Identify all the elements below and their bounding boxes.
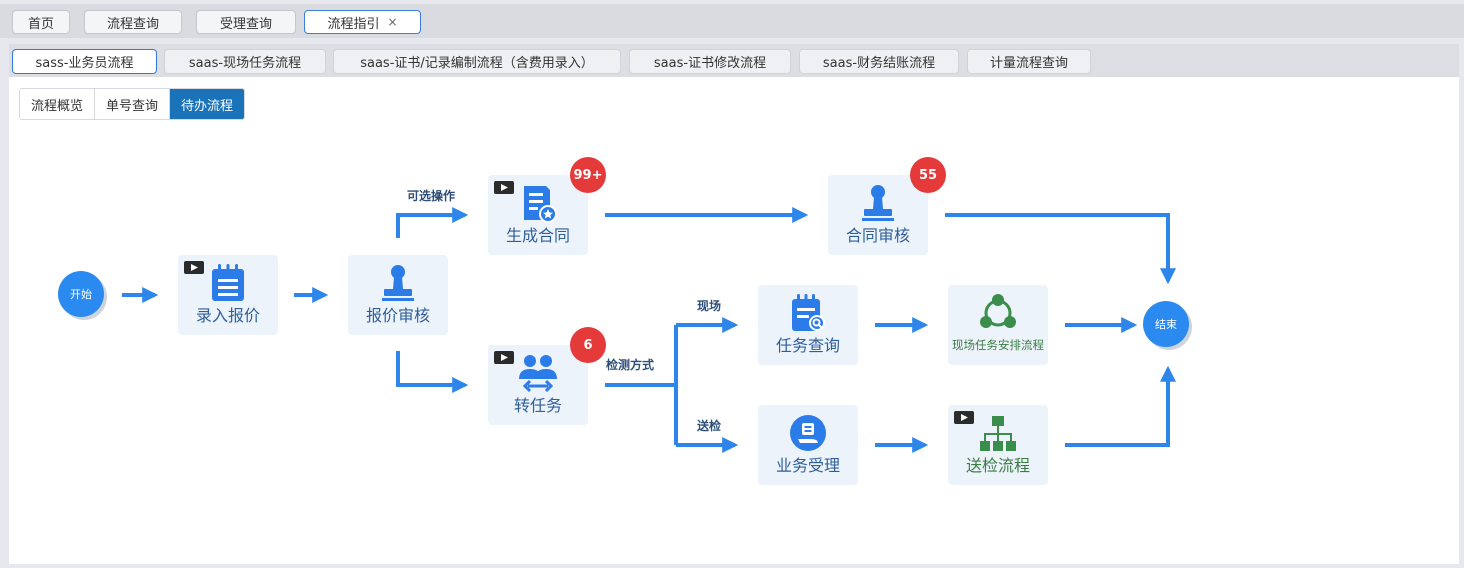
node-generate-contract[interactable]: 生成合同 [488,175,588,255]
tab-process-query[interactable]: 流程查询 [84,10,182,34]
video-icon [494,351,514,364]
node-label: 录入报价 [195,306,260,325]
node-label: 现场任务安排流程 [952,338,1044,352]
node-quote-entry[interactable]: 录入报价 [178,255,278,335]
close-icon[interactable]: × [387,15,398,29]
node-label: 生成合同 [505,226,570,245]
org-chart-icon [980,416,1016,451]
node-label: 任务查询 [775,336,840,355]
tab-acceptance-query[interactable]: 受理查询 [196,10,296,34]
tab-process-guide[interactable]: 流程指引 × [304,10,421,34]
cycle-icon [980,294,1016,328]
segment-number-query[interactable]: 单号查询 [95,89,171,119]
tab-metering-query[interactable]: 计量流程查询 [967,49,1091,74]
content-card: sass-业务员流程 saas-现场任务流程 saas-证书/记录编制流程（含费… [9,44,1459,564]
segment-pending[interactable]: 待办流程 [170,89,245,119]
badge-transfer-task: 6 [570,327,606,363]
stamp-icon [862,185,894,221]
edge-label-optional: 可选操作 [407,189,456,203]
start-node[interactable]: 开始 [58,271,104,317]
flow-connectors [122,207,1176,453]
video-icon [184,261,204,274]
badge-contract-review: 55 [910,157,946,193]
video-icon [954,411,974,424]
tab-process-guide-label: 流程指引 [327,16,380,32]
tab-certificate-flow[interactable]: saas-证书/记录编制流程（含费用录入） [333,49,621,74]
node-task-query[interactable]: 任务查询 [758,285,858,365]
tab-salesman-flow[interactable]: sass-业务员流程 [12,49,157,74]
task-search-icon [792,294,825,331]
notepad-icon [212,264,244,301]
process-diagram: 可选操作 检测方式 现场 送检 开始 结束 录入报价 报价审核 [9,44,1459,564]
node-label: 报价审核 [365,306,430,325]
edge-label-method: 检测方式 [606,358,655,372]
node-contract-review[interactable]: 合同审核 [828,175,928,255]
node-label: 业务受理 [775,456,840,475]
node-label: 转任务 [513,396,562,415]
contract-icon [524,186,557,223]
node-label: 合同审核 [845,226,910,245]
tab-onsite-task-flow[interactable]: saas-现场任务流程 [164,49,326,74]
service-icon [790,415,826,451]
top-tab-bar: 首页 流程查询 受理查询 流程指引 × [0,4,1464,38]
node-label: 送检流程 [965,456,1030,475]
node-quote-review[interactable]: 报价审核 [348,255,448,335]
tab-certificate-edit-flow[interactable]: saas-证书修改流程 [629,49,791,74]
node-transfer-task[interactable]: 转任务 [488,345,588,425]
badge-generate-contract: 99+ [570,157,606,193]
tab-home[interactable]: 首页 [12,10,70,34]
node-inspection-flow[interactable]: 送检流程 [948,405,1048,485]
end-node[interactable]: 结束 [1143,301,1189,347]
segment-overview[interactable]: 流程概览 [20,89,96,119]
tab-finance-flow[interactable]: saas-财务结账流程 [799,49,959,74]
node-business-accept[interactable]: 业务受理 [758,405,858,485]
stamp-icon [382,265,414,301]
view-segment-group: 流程概览 单号查询 待办流程 [19,88,246,120]
video-icon [494,181,514,194]
transfer-users-icon [519,355,557,393]
edge-label-send: 送检 [697,419,722,433]
node-onsite-flow[interactable]: 现场任务安排流程 [948,285,1048,365]
flow-tab-bar: sass-业务员流程 saas-现场任务流程 saas-证书/记录编制流程（含费… [9,44,1459,77]
edge-label-onsite: 现场 [697,299,722,313]
